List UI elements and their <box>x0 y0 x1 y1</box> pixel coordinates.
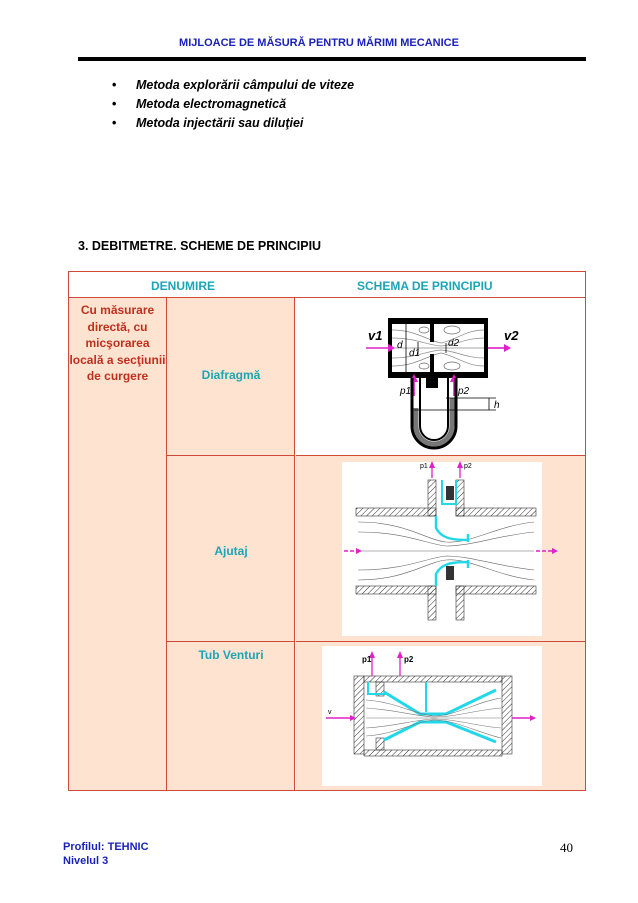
group-label: Cu măsurare directă, cu micşorarea local… <box>69 303 166 383</box>
label-p2: p2 <box>457 386 470 397</box>
row-label: Ajutaj <box>214 544 248 558</box>
label-v: v <box>328 709 332 716</box>
label-d: d <box>397 340 403 351</box>
flowmeter-table: DENUMIRE SCHEMA DE PRINCIPIU Cu măsurare… <box>68 271 586 791</box>
header-schema: SCHEMA DE PRINCIPIU <box>357 279 493 293</box>
page-number: 40 <box>560 840 573 855</box>
section-title: 3. DEBITMETRE. SCHEME DE PRINCIPIU <box>78 239 322 253</box>
row-schema-ajutaj: p1 p2 <box>296 456 585 642</box>
bullet-icon: • <box>112 97 117 111</box>
method-list: •Metoda explorării câmpului de viteze •M… <box>112 76 354 133</box>
label-d1: d1 <box>409 348 420 359</box>
table-header: DENUMIRE SCHEMA DE PRINCIPIU <box>69 272 585 298</box>
label-p2: p2 <box>404 655 414 664</box>
bullet-icon: • <box>112 116 117 130</box>
row-schema-venturi: p1 p2 v <box>296 642 585 790</box>
label-v2: v2 <box>504 328 519 343</box>
row-label: Tub Venturi <box>198 648 264 662</box>
header-rule <box>78 57 586 61</box>
row-name-venturi: Tub Venturi <box>167 642 295 790</box>
footer-profile: Profilul: TEHNIC <box>63 841 149 853</box>
row-label: Diafragmă <box>201 368 261 382</box>
header-denumire: DENUMIRE <box>151 279 216 293</box>
row-schema-diafragma: v1 v2 d d1 d2 p1 p2 h <box>296 298 585 456</box>
nozzle-diagram: p1 p2 <box>342 461 558 636</box>
label-v1: v1 <box>368 328 382 343</box>
label-p1: p1 <box>362 655 372 664</box>
list-item: •Metoda electromagnetică <box>112 95 354 114</box>
footer-level: Nivelul 3 <box>63 855 109 867</box>
list-item: •Metoda explorării câmpului de viteze <box>112 76 354 95</box>
group-cell: Cu măsurare directă, cu micşorarea local… <box>69 298 167 790</box>
venturi-tube-diagram: p1 p2 v <box>322 646 542 786</box>
bullet-icon: • <box>112 78 117 92</box>
label-p1: p1 <box>399 386 411 397</box>
footer-info: Profilul: TEHNIC Nivelul 3 <box>63 840 149 868</box>
row-name-ajutaj: Ajutaj <box>167 456 295 642</box>
page-header-title: MIJLOACE DE MĂSURĂ PENTRU MĂRIMI MECANIC… <box>179 37 459 49</box>
orifice-plate-diagram: v1 v2 d d1 d2 p1 p2 h <box>296 298 585 455</box>
label-p1: p1 <box>420 463 428 470</box>
label-d2: d2 <box>448 338 460 349</box>
row-name-diafragma: Diafragmă <box>167 298 295 456</box>
list-item: •Metoda injectării sau diluţiei <box>112 114 354 133</box>
label-h: h <box>494 400 500 411</box>
label-p2: p2 <box>464 463 472 470</box>
